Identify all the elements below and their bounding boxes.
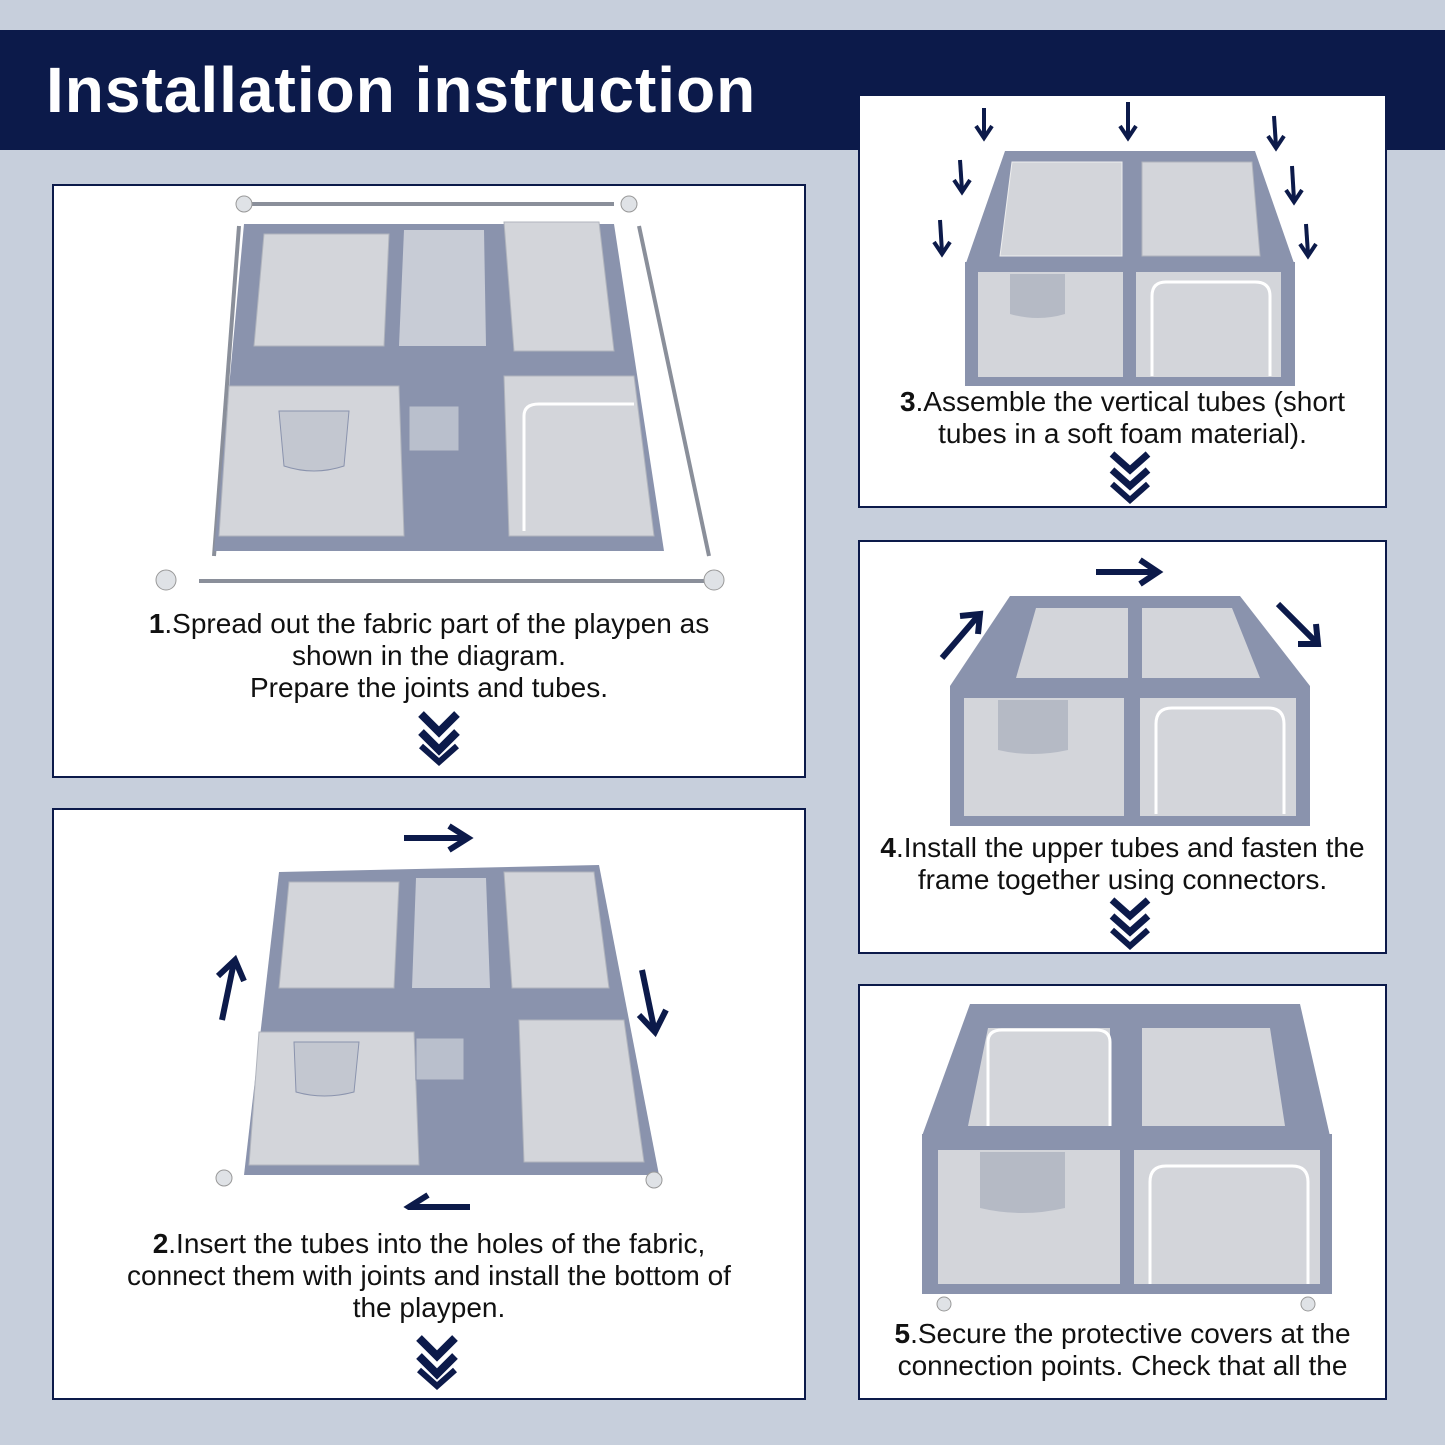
- step-2-line-3: the playpen.: [352, 1292, 506, 1323]
- step-5-line-1: .Secure the protective covers at the: [910, 1318, 1351, 1349]
- step-4-panel: 4.Install the upper tubes and fasten the…: [858, 540, 1387, 954]
- double-chevron-down-icon: [418, 711, 460, 766]
- double-chevron-down-icon: [1109, 897, 1151, 950]
- step-2-line-2: connect them with joints and install the…: [127, 1260, 731, 1291]
- assembled-playpen-illustration: [922, 1004, 1332, 1312]
- step-1-line-2: shown in the diagram.: [292, 640, 566, 671]
- step-1-line-3: Prepare the joints and tubes.: [249, 672, 608, 703]
- step-1-line-1: .Spread out the fabric part of the playp…: [164, 608, 710, 639]
- double-chevron-down-icon: [416, 1335, 458, 1390]
- step-2-panel: 2.Insert the tubes into the holes of the…: [52, 808, 806, 1400]
- upper-tubes-illustration: [939, 557, 1322, 826]
- step-5-caption: 5.Secure the protective covers at the co…: [860, 1318, 1385, 1382]
- step-2-caption: 2.Insert the tubes into the holes of the…: [54, 1228, 804, 1324]
- double-chevron-down-icon: [1109, 451, 1151, 504]
- page-title: Installation instruction: [46, 54, 757, 126]
- step-5-panel: 5.Secure the protective covers at the co…: [858, 984, 1387, 1400]
- step-1-number: 1: [148, 608, 165, 639]
- vertical-tubes-illustration: [932, 102, 1318, 386]
- fabric-with-tubes-illustration: [215, 823, 669, 1210]
- flat-fabric-illustration: [155, 195, 725, 591]
- step-3-panel: 3.Assemble the vertical tubes (short tub…: [858, 94, 1387, 508]
- step-2-line-1: .Insert the tubes into the holes of the …: [168, 1228, 706, 1259]
- step-2-number: 2: [152, 1228, 169, 1259]
- step-4-line-1: .Install the upper tubes and fasten the: [896, 832, 1365, 863]
- step-3-caption: 3.Assemble the vertical tubes (short tub…: [860, 386, 1385, 450]
- step-3-number: 3: [899, 386, 916, 417]
- step-1-caption: 1.Spread out the fabric part of the play…: [54, 608, 804, 704]
- step-5-line-2: connection points. Check that all the: [897, 1350, 1348, 1381]
- step-4-caption: 4.Install the upper tubes and fasten the…: [860, 832, 1385, 896]
- step-4-line-2: frame together using connectors.: [917, 864, 1328, 895]
- step-5-number: 5: [894, 1318, 911, 1349]
- step-3-line-1: .Assemble the vertical tubes (short: [915, 386, 1346, 417]
- step-4-number: 4: [880, 832, 896, 863]
- step-3-line-2: tubes in a soft foam material).: [938, 418, 1307, 449]
- step-1-panel: 1.Spread out the fabric part of the play…: [52, 184, 806, 778]
